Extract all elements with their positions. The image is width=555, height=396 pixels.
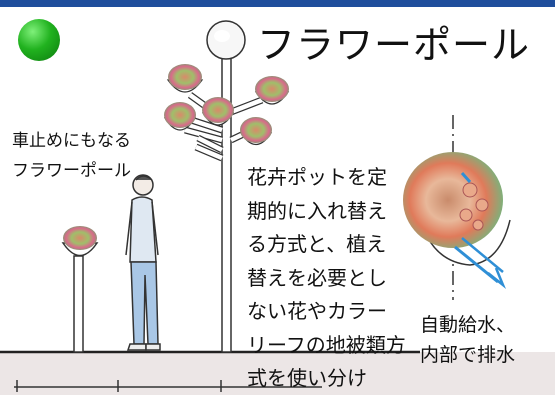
caption-line: 車止めにもなる xyxy=(12,131,131,151)
caption-line: フラワーポール xyxy=(12,161,131,181)
caption-line: 期的に入れ替え xyxy=(247,198,387,223)
header-bar xyxy=(0,0,555,7)
bollard-caption: 車止めにもなる フラワーポール xyxy=(12,126,131,186)
caption-line: ない花やカラー xyxy=(247,299,387,323)
caption-line: 替えを必要とし xyxy=(247,265,387,290)
caption-line: る方式と、植え xyxy=(247,232,387,256)
rotation-caption: 花卉ポットを定 期的に入れ替え る方式と、植え 替えを必要とし ない花やカラー … xyxy=(247,161,406,396)
caption-line: 花卉ポットを定 xyxy=(247,165,387,189)
watering-caption: 自動給水、 内部で排水 xyxy=(420,310,515,370)
caption-line: 自動給水、 xyxy=(420,314,516,336)
pot-cross-section-detail xyxy=(403,115,511,300)
caption-line: 式を使い分け xyxy=(247,366,367,390)
ground xyxy=(0,350,555,395)
status-indicator-icon xyxy=(18,19,60,61)
caption-line: リーフの地被類方 xyxy=(247,332,406,357)
tall-flower-pole xyxy=(163,20,290,353)
page-title: フラワーポール xyxy=(257,23,531,67)
person-figure xyxy=(125,174,161,351)
bollard-pole xyxy=(61,226,99,353)
caption-line: 内部で排水 xyxy=(420,344,516,366)
